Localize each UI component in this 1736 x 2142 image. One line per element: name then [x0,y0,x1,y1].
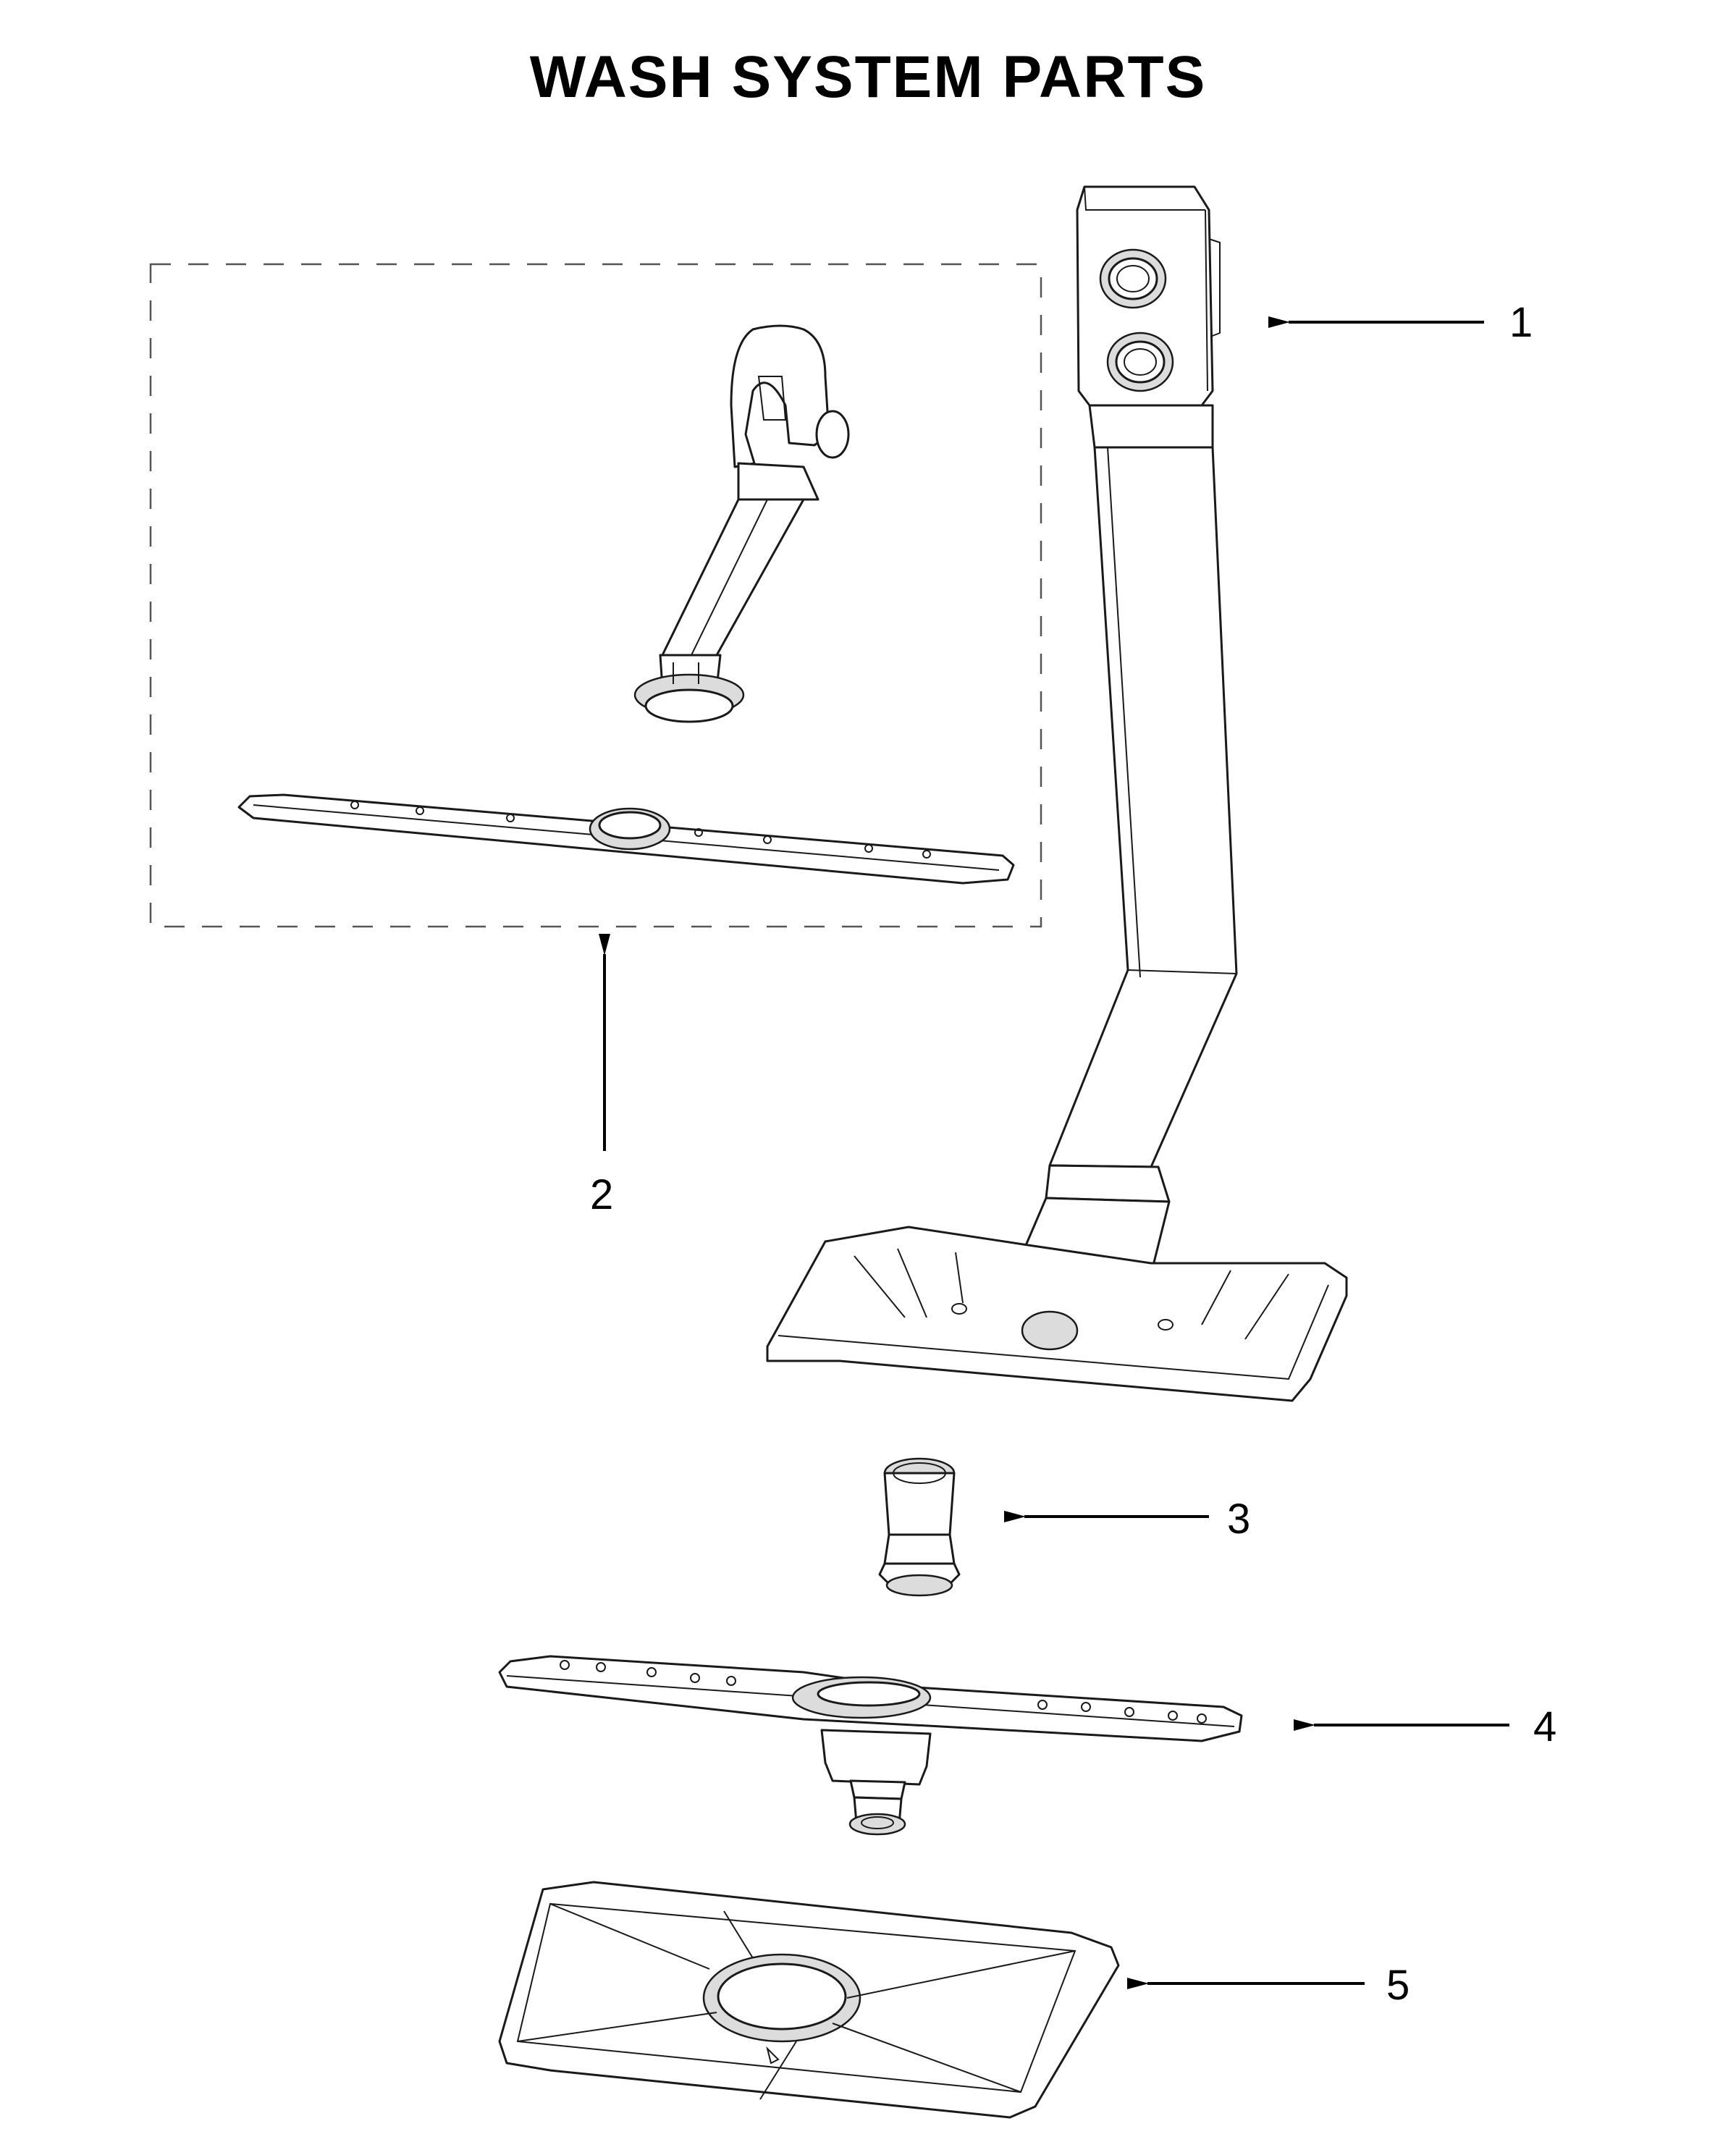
callout-number-3: 3 [1227,1496,1250,1543]
part-3-coupler[interactable] [878,1457,961,1597]
part-2-upper-spray-tube[interactable] [633,324,850,723]
callout-number-1: 1 [1509,299,1533,346]
part-5-filter-tray[interactable] [498,1881,1120,2119]
page-title: WASH SYSTEM PARTS [529,44,1207,110]
kit-dashed-box [149,263,1042,928]
callout-number-4: 4 [1533,1703,1556,1750]
part-1-supply-tube[interactable] [766,185,1348,1402]
callout-number-2: 2 [590,1171,613,1218]
callout-number-5: 5 [1386,1962,1410,2009]
part-2-upper-spray-arm[interactable] [237,793,1015,885]
part-4-lower-spray-arm[interactable] [498,1655,1243,1836]
